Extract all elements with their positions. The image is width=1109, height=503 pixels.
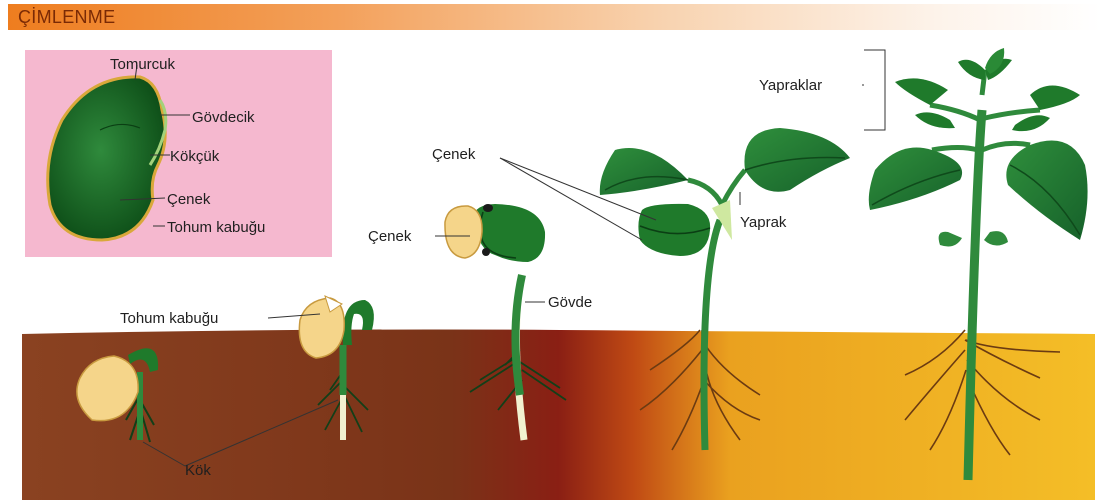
label-tomurcuk: Tomurcuk (110, 56, 175, 73)
seed-cross-section (48, 77, 166, 240)
label-cenek-inset: Çenek (167, 191, 210, 208)
label-kok: Kök (185, 462, 211, 479)
label-yapraklar: Yapraklar (759, 77, 822, 94)
label-govde: Gövde (548, 294, 592, 311)
label-kokcuk: Kökçük (170, 148, 219, 165)
label-yaprak: Yaprak (740, 214, 786, 231)
label-tohum-kabugu-inset: Tohum kabuğu (167, 219, 265, 236)
label-cenek-top: Çenek (432, 146, 475, 163)
soil (22, 330, 1095, 501)
label-govdecik: Gövdecik (192, 109, 255, 126)
label-tohum-kabugu: Tohum kabuğu (120, 310, 218, 327)
label-cenek-left: Çenek (368, 228, 411, 245)
